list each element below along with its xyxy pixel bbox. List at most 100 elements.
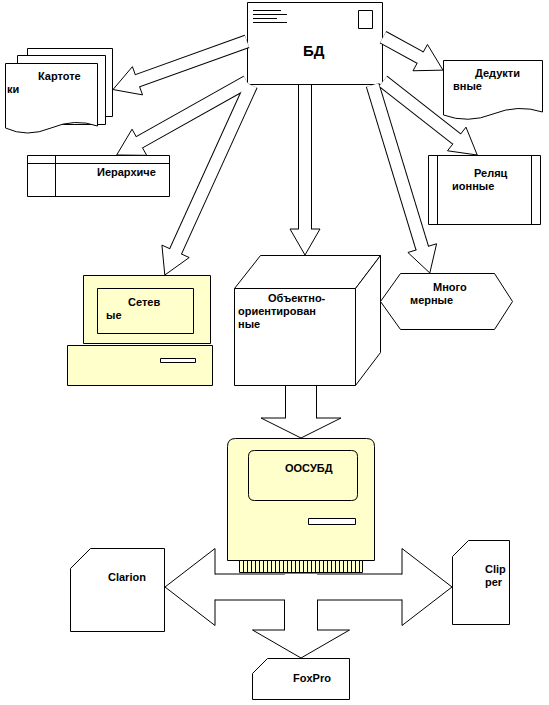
block-arrow-head-fill [162, 245, 189, 275]
outline-part [161, 359, 196, 363]
outline-part [68, 346, 213, 386]
outline-part [359, 11, 373, 29]
block-arrow-head [117, 129, 147, 155]
outline-part [6, 64, 98, 134]
node-label: Clarion [108, 571, 163, 584]
node-label: Много мерные [410, 281, 490, 307]
hierarchical-table: Иерархиче [27, 155, 170, 197]
node-label: Дедукти вные [453, 67, 538, 93]
block-arrow-head-fill [261, 418, 341, 438]
outline-part [381, 274, 513, 330]
node-label: Картоте ки [7, 70, 93, 96]
node-label: FoxPro [293, 672, 348, 685]
block-arrow-shaft [299, 85, 311, 231]
outline-part [244, 561, 360, 572]
node-label: Сетев ые [106, 296, 172, 322]
block-arrow-head-fill [290, 229, 320, 255]
outline-part [253, 659, 350, 700]
outline-part [71, 549, 165, 632]
block-arrow-head-fill [413, 44, 443, 70]
block-arrow-shaft [136, 41, 247, 81]
outline-part [453, 541, 510, 625]
node-outline [70, 548, 165, 632]
outline-part [356, 256, 381, 386]
card-file-stack: Картоте ки [5, 48, 113, 134]
block-arrow-head [165, 549, 215, 626]
arrow-head-fill-layer [113, 44, 477, 658]
block-arrow-head-fill [402, 549, 452, 626]
node-label: БД [303, 42, 363, 59]
block-arrow-shaft [373, 85, 423, 250]
block-arrow-head-fill [448, 127, 478, 155]
outline-part [235, 289, 356, 386]
outline-part [235, 256, 381, 289]
outline-part [253, 11, 287, 23]
multidimensional-hexagon: Много мерные [380, 273, 513, 330]
block-arrow-head-fill [113, 67, 143, 95]
node-outline [227, 438, 375, 574]
block-arrow-shaft [138, 82, 247, 143]
block-arrow-shaft-outline [301, 574, 402, 587]
block-arrow-shaft-outline [139, 82, 247, 142]
clipper-document: Clip per [452, 540, 510, 625]
block-arrow-shaft-outline [383, 37, 420, 57]
block-arrow-head [413, 44, 443, 70]
outline-part [444, 61, 543, 120]
outline-part [248, 3, 383, 85]
block-arrow-shaft-outline [298, 85, 312, 229]
outline-part [429, 156, 541, 225]
outline-part [28, 156, 170, 197]
outline-part [28, 156, 170, 197]
outline-part [240, 561, 363, 573]
block-arrow-shaft-outline [215, 574, 301, 587]
node-label: Clip per [485, 563, 509, 589]
block-arrow-shaft [213, 574, 301, 587]
block-arrow-shaft [383, 81, 458, 140]
block-arrow-head [448, 127, 478, 155]
outline-part [228, 439, 375, 561]
outline-part [309, 519, 356, 525]
deductive-document: Дедукти вные [443, 60, 543, 122]
block-arrow-shaft [285, 574, 317, 632]
node-outline [67, 275, 213, 386]
block-arrow-head [253, 630, 350, 658]
block-arrow-head-fill [253, 630, 350, 658]
clarion-document: Clarion [70, 548, 165, 632]
foxpro-document: FoxPro [252, 658, 350, 700]
block-arrow-head-fill [408, 244, 437, 273]
block-arrow-shaft-outline [176, 85, 252, 251]
block-arrow-shaft [175, 85, 251, 253]
node-label: Иерархиче [97, 166, 169, 179]
block-arrow-head [290, 229, 320, 255]
network-computer: Сетев ые [67, 275, 213, 386]
block-arrow-head [408, 244, 437, 273]
node-label: Реляц ионные [452, 167, 532, 193]
database-envelope: БД [247, 2, 383, 85]
relational-box: Реляц ионные [428, 155, 541, 225]
outline-part [249, 451, 358, 501]
block-arrow-head [162, 245, 189, 275]
block-arrow-head-fill [165, 549, 215, 626]
node-label: ООСУБД [285, 462, 365, 475]
block-arrow-shaft-outline [284, 574, 318, 630]
arrow-body-layer [136, 37, 459, 632]
outline-part [438, 156, 532, 225]
outline-part [84, 276, 211, 344]
block-arrow-shaft-outline [137, 41, 247, 80]
block-arrow-head [261, 418, 341, 438]
block-arrow-shaft-outline [383, 81, 457, 139]
block-arrow-head [113, 67, 143, 95]
block-arrow-shaft [286, 386, 316, 420]
block-arrow-shaft [301, 574, 404, 587]
oodbms-computer: ООСУБД [227, 438, 375, 574]
node-label: Объектно- ориентирован ные [238, 292, 330, 331]
arrow-head-line-layer [113, 44, 477, 658]
node-outline [5, 48, 113, 134]
block-arrow-head [402, 549, 452, 626]
block-arrow-shaft-outline [373, 85, 423, 248]
arrow-outline-layer [137, 37, 456, 630]
block-arrow-shaft-outline [285, 386, 317, 418]
object-cube: Объектно- ориентирован ные [234, 255, 381, 386]
